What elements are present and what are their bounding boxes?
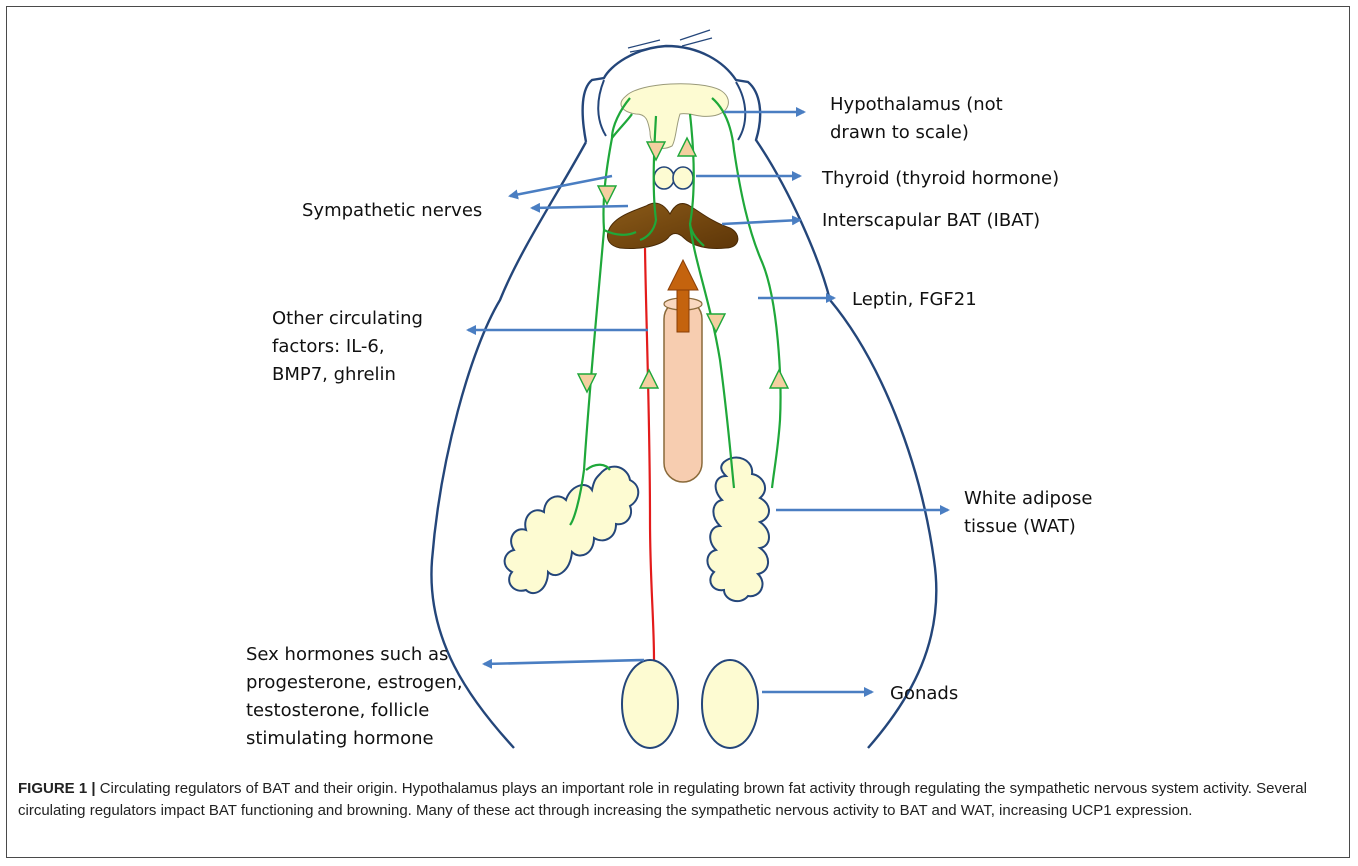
label-leptin: Leptin, FGF21: [852, 289, 977, 310]
label-sex-3: testosterone, follicle: [246, 700, 429, 721]
figure-caption: FIGURE 1 | Circulating regulators of BAT…: [18, 778, 1338, 822]
ear-left: [598, 80, 606, 136]
label-hypothalamus-2: drawn to scale): [830, 122, 969, 143]
label-ibat: Interscapular BAT (IBAT): [822, 210, 1040, 231]
thyroid-right: [673, 167, 693, 189]
label-thyroid: Thyroid (thyroid hormone): [821, 168, 1059, 189]
label-wat-2: tissue (WAT): [964, 516, 1076, 537]
thyroid-left: [654, 167, 674, 189]
label-wat-1: White adipose: [964, 488, 1092, 509]
label-other-1: Other circulating: [272, 308, 423, 329]
label-other-2: factors: IL-6,: [272, 336, 385, 357]
caption-prefix: FIGURE 1 |: [18, 780, 96, 797]
label-sex-4: stimulating hormone: [246, 728, 434, 749]
red-vessel: [645, 248, 654, 660]
label-other-3: BMP7, ghrelin: [272, 364, 396, 385]
ibat: [608, 203, 738, 248]
label-sympathetic: Sympathetic nerves: [302, 200, 482, 221]
pointer-arrows: [468, 112, 948, 692]
whiskers: [628, 30, 712, 52]
label-gonads: Gonads: [890, 683, 958, 704]
wat-left: [505, 467, 639, 594]
label-sex-2: progesterone, estrogen,: [246, 672, 463, 693]
wat-right: [707, 458, 769, 602]
gonad-left: [622, 660, 678, 748]
label-hypothalamus-1: Hypothalamus (not: [830, 94, 1003, 115]
caption-text: Circulating regulators of BAT and their …: [18, 780, 1307, 819]
gonad-right: [702, 660, 758, 748]
hypothalamus: [621, 84, 728, 149]
label-sex-1: Sex hormones such as: [246, 644, 448, 665]
